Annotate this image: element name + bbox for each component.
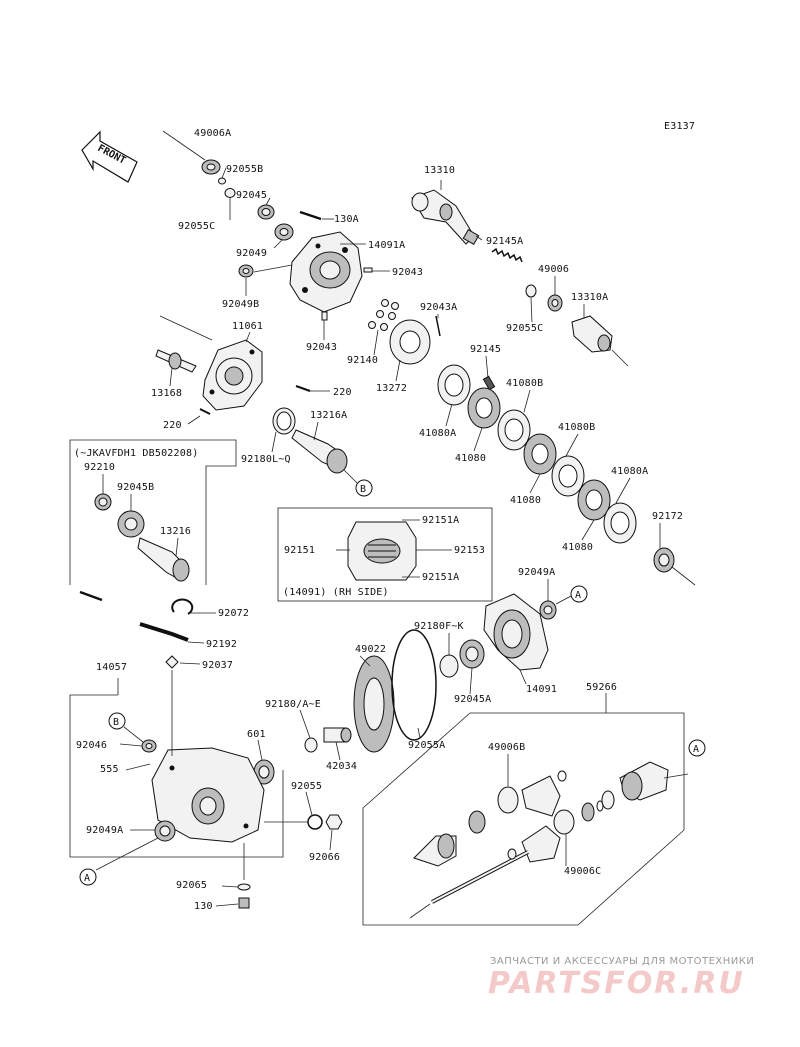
front-arrow-icon: FRONT [81, 130, 138, 183]
part-label: 92045A [454, 694, 491, 705]
drive-shaft-box [362, 693, 689, 926]
part-label: 13310A [571, 292, 608, 303]
part-label: 49006B [488, 742, 525, 753]
marker-a-shaft: A [688, 739, 706, 757]
svg-text:A: A [575, 590, 581, 601]
part-label: 92145A [486, 236, 523, 247]
part-label: 92055B [226, 164, 263, 175]
marker-a-lower: A [79, 837, 159, 886]
part-label: 13272 [376, 383, 407, 394]
part-label: 41080 [455, 453, 486, 464]
part-label: 92049A [518, 567, 555, 578]
part-label: 92043A [420, 302, 457, 313]
part-label: 92151 [284, 545, 315, 556]
part-label: 130 [194, 901, 213, 912]
early-model-box [69, 439, 237, 585]
part-label: 92055C [506, 323, 543, 334]
watermark-brand: PARTSFOR.RU [488, 966, 745, 1001]
part-label: 49006 [538, 264, 569, 275]
part-label: 14057 [96, 662, 127, 673]
part-label: 92045B [117, 482, 154, 493]
part-label: 92180/A~E [265, 699, 321, 710]
part-label: 92153 [454, 545, 485, 556]
pinion-group [272, 407, 348, 474]
part-label: 92055 [291, 781, 322, 792]
rh-side-box [277, 507, 493, 602]
part-label: 92037 [202, 660, 233, 671]
part-labels: 49006A 92055B 92045 130A 92055C 14091A 9… [76, 128, 683, 912]
part-label: 601 [247, 729, 266, 740]
rh-case-group [439, 593, 557, 678]
part-label: 13216A [310, 410, 347, 421]
part-label: 92043 [392, 267, 423, 278]
svg-text:B: B [360, 484, 366, 495]
part-label: 92072 [218, 608, 249, 619]
svg-text:A: A [693, 744, 699, 755]
output-yoke-group [411, 189, 629, 367]
part-label: 92140 [347, 355, 378, 366]
early-model-note: (~JKAVFDH1 DB502208) [74, 448, 198, 459]
part-label: 13216 [160, 526, 191, 537]
rh-side-note: (14091) (RH SIDE) [283, 587, 389, 598]
part-label: 130A [334, 214, 359, 225]
part-label: 92192 [206, 639, 237, 650]
part-label: 13168 [151, 388, 182, 399]
part-label: 41080A [611, 466, 648, 477]
part-label: 41080A [419, 428, 456, 439]
part-label: 41080B [506, 378, 543, 389]
part-label: 92065 [176, 880, 207, 891]
part-label: 92049 [236, 248, 267, 259]
part-label: 92145 [470, 344, 501, 355]
ring-gear-group [253, 629, 437, 785]
watermark: ЗАПЧАСТИ И АКСЕССУАРЫ ДЛЯ МОТОТЕХНИКИ PA… [488, 956, 754, 1001]
part-label: 92172 [652, 511, 683, 522]
marker-a-rh: A [555, 585, 588, 605]
part-label: 92180L~Q [241, 454, 291, 465]
marker-b-upper: B [343, 469, 373, 497]
part-label: 92046 [76, 740, 107, 751]
part-label: 92043 [306, 342, 337, 353]
part-label: 92049A [86, 825, 123, 836]
part-label: 92045 [236, 190, 267, 201]
svg-text:B: B [113, 717, 119, 728]
part-label: 41080 [510, 495, 541, 506]
cover-group [155, 315, 311, 415]
part-label: 42034 [326, 761, 357, 772]
upper-case-group [162, 130, 373, 321]
part-label: 14091A [368, 240, 405, 251]
part-label: 59266 [586, 682, 617, 693]
leader-lines [102, 167, 661, 907]
marker-b-lower: B [108, 712, 144, 743]
part-label: 92151A [422, 515, 459, 526]
part-label: 49022 [355, 644, 386, 655]
part-label: 49006A [194, 128, 231, 139]
part-label: 11061 [232, 321, 263, 332]
main-case-box [69, 590, 343, 909]
part-label: 220 [163, 420, 182, 431]
part-label: 220 [333, 387, 352, 398]
part-label: 92210 [84, 462, 115, 473]
part-label: 555 [100, 764, 119, 775]
svg-text:A: A [84, 873, 90, 884]
part-label: 92055C [178, 221, 215, 232]
part-label: 92066 [309, 852, 340, 863]
part-label: 92151A [422, 572, 459, 583]
part-label: 92180F~K [414, 621, 464, 632]
part-label: 13310 [424, 165, 455, 176]
part-label: 92049B [222, 299, 259, 310]
part-label: 92055A [408, 740, 445, 751]
part-label: 14091 [526, 684, 557, 695]
part-label: 41080B [558, 422, 595, 433]
watermark-caption: ЗАПЧАСТИ И АКСЕССУАРЫ ДЛЯ МОТОТЕХНИКИ [490, 956, 754, 967]
diagram-id: E3137 [664, 121, 695, 132]
part-label: 41080 [562, 542, 593, 553]
clutch-discs-group [368, 299, 696, 586]
part-label: 49006C [564, 866, 601, 877]
